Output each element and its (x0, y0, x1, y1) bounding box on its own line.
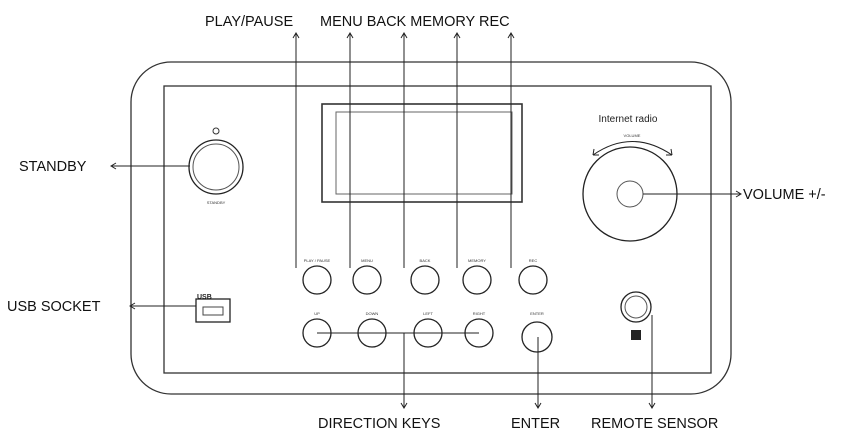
usb-socket: USB (195, 294, 231, 323)
volume-arc-arrow-icon (592, 141, 673, 156)
svg-text:ENTER: ENTER (530, 311, 544, 316)
volume-callout: VOLUME +/- (743, 187, 826, 203)
svg-text:RIGHT: RIGHT (473, 311, 486, 316)
remote-sensor (620, 291, 652, 340)
standby-callout: STANDBY (19, 159, 87, 175)
display-screen (335, 111, 513, 195)
svg-text:PLAY / PAUSE: PLAY / PAUSE (304, 258, 331, 263)
back-button: BACK (410, 258, 440, 295)
top-button-row: PLAY / PAUSE MENU BACK MEMORY REC (302, 258, 548, 295)
play-pause-callout: PLAY/PAUSE (205, 14, 293, 30)
remote-sensor-window-icon (631, 330, 641, 340)
menu-back-memory-rec-callout: MENU BACK MEMORY REC (320, 14, 510, 30)
standby-indicator-icon (212, 127, 220, 135)
enter-callout: ENTER (511, 416, 560, 432)
svg-text:UP: UP (314, 311, 320, 316)
svg-text:MEMORY: MEMORY (468, 258, 486, 263)
enter-button: ENTER (521, 311, 553, 353)
memory-button: MEMORY (462, 258, 492, 295)
leader-lines (110, 32, 742, 409)
svg-text:LEFT: LEFT (423, 311, 433, 316)
internet-radio-label: Internet radio (599, 114, 658, 125)
volume-panel-label: VOLUME (624, 133, 641, 138)
svg-text:BACK: BACK (420, 258, 431, 263)
menu-button: MENU (352, 258, 382, 295)
standby-panel-label: STANDBY (207, 200, 226, 205)
usb-socket-callout: USB SOCKET (7, 299, 101, 315)
usb-logo: USB (197, 294, 212, 301)
direction-keys-callout: DIRECTION KEYS (318, 416, 440, 432)
svg-text:MENU: MENU (361, 258, 373, 263)
svg-text:REC: REC (529, 258, 538, 263)
svg-text:DOWN: DOWN (366, 311, 379, 316)
rec-button: REC (518, 258, 548, 295)
standby-knob: STANDBY (188, 127, 244, 205)
remote-sensor-callout: REMOTE SENSOR (591, 416, 718, 432)
play-pause-button: PLAY / PAUSE (302, 258, 332, 295)
